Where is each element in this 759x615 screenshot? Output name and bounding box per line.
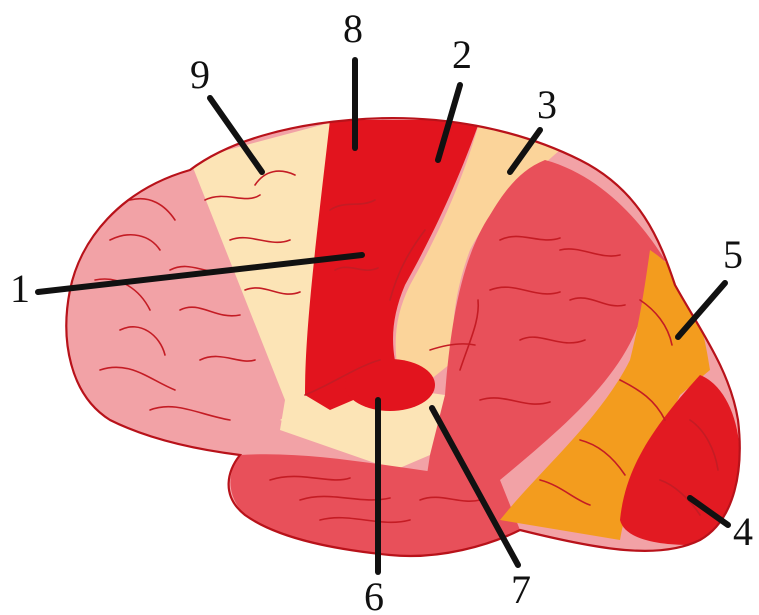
label-2: 2 <box>452 32 472 77</box>
label-6: 6 <box>364 574 384 615</box>
label-3: 3 <box>537 82 557 127</box>
label-4: 4 <box>733 509 753 554</box>
label-9: 9 <box>190 52 210 97</box>
label-1: 1 <box>10 266 30 311</box>
label-8: 8 <box>343 6 363 51</box>
label-5: 5 <box>723 232 743 277</box>
operculum-region-6 <box>345 359 435 411</box>
label-7: 7 <box>511 567 531 612</box>
